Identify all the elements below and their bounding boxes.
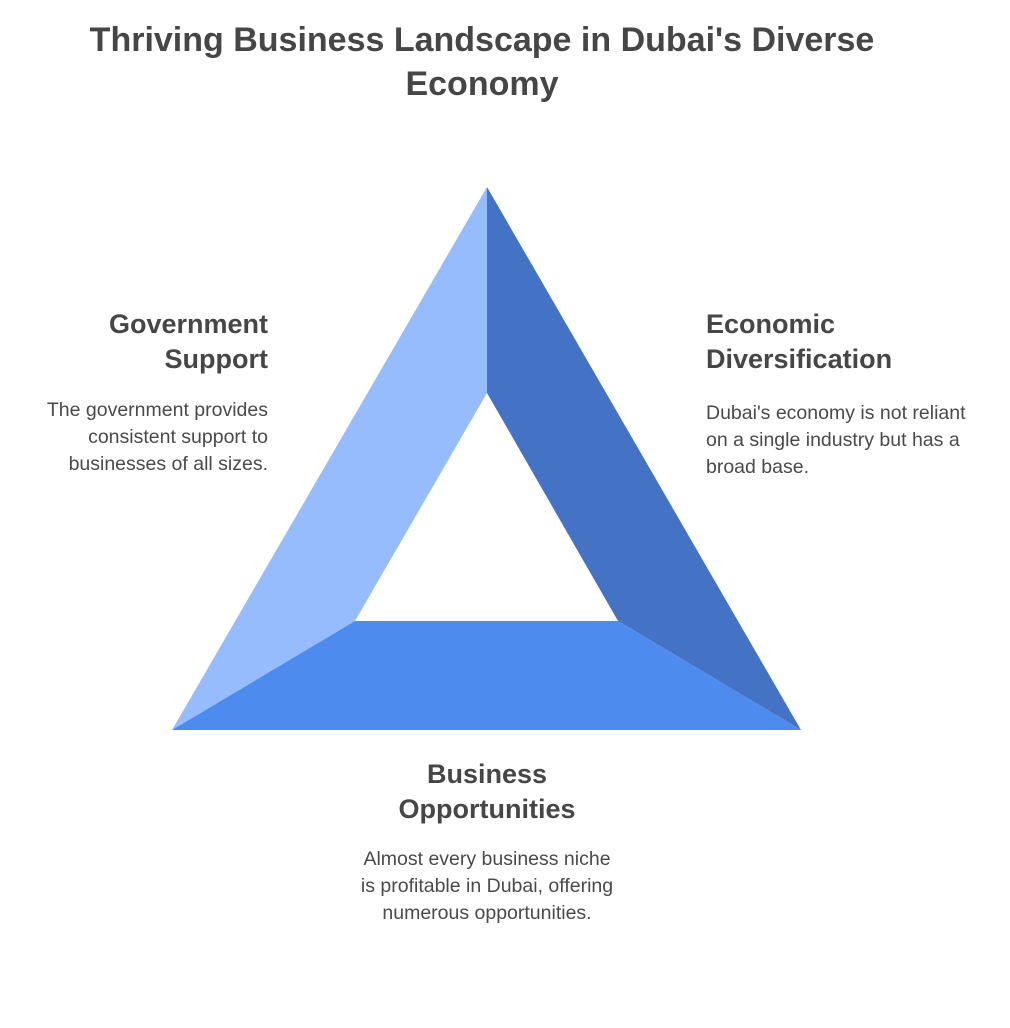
triangle-side-business	[172, 621, 801, 730]
government-text: The government provides consistent suppo…	[46, 399, 268, 475]
economic-heading: Economic Diversification	[706, 309, 893, 374]
diagram-title: Thriving Business Landscape in Dubai's D…	[89, 21, 875, 103]
economic-text: Dubai's economy is not reliant on a sing…	[706, 402, 966, 478]
government-heading: Government Support	[108, 309, 268, 374]
triangle-side-government	[172, 187, 487, 730]
business-text: Almost every business niche is profitabl…	[360, 848, 614, 924]
triangle-side-economic	[487, 187, 801, 730]
business-heading: Business Opportunities	[398, 759, 576, 824]
